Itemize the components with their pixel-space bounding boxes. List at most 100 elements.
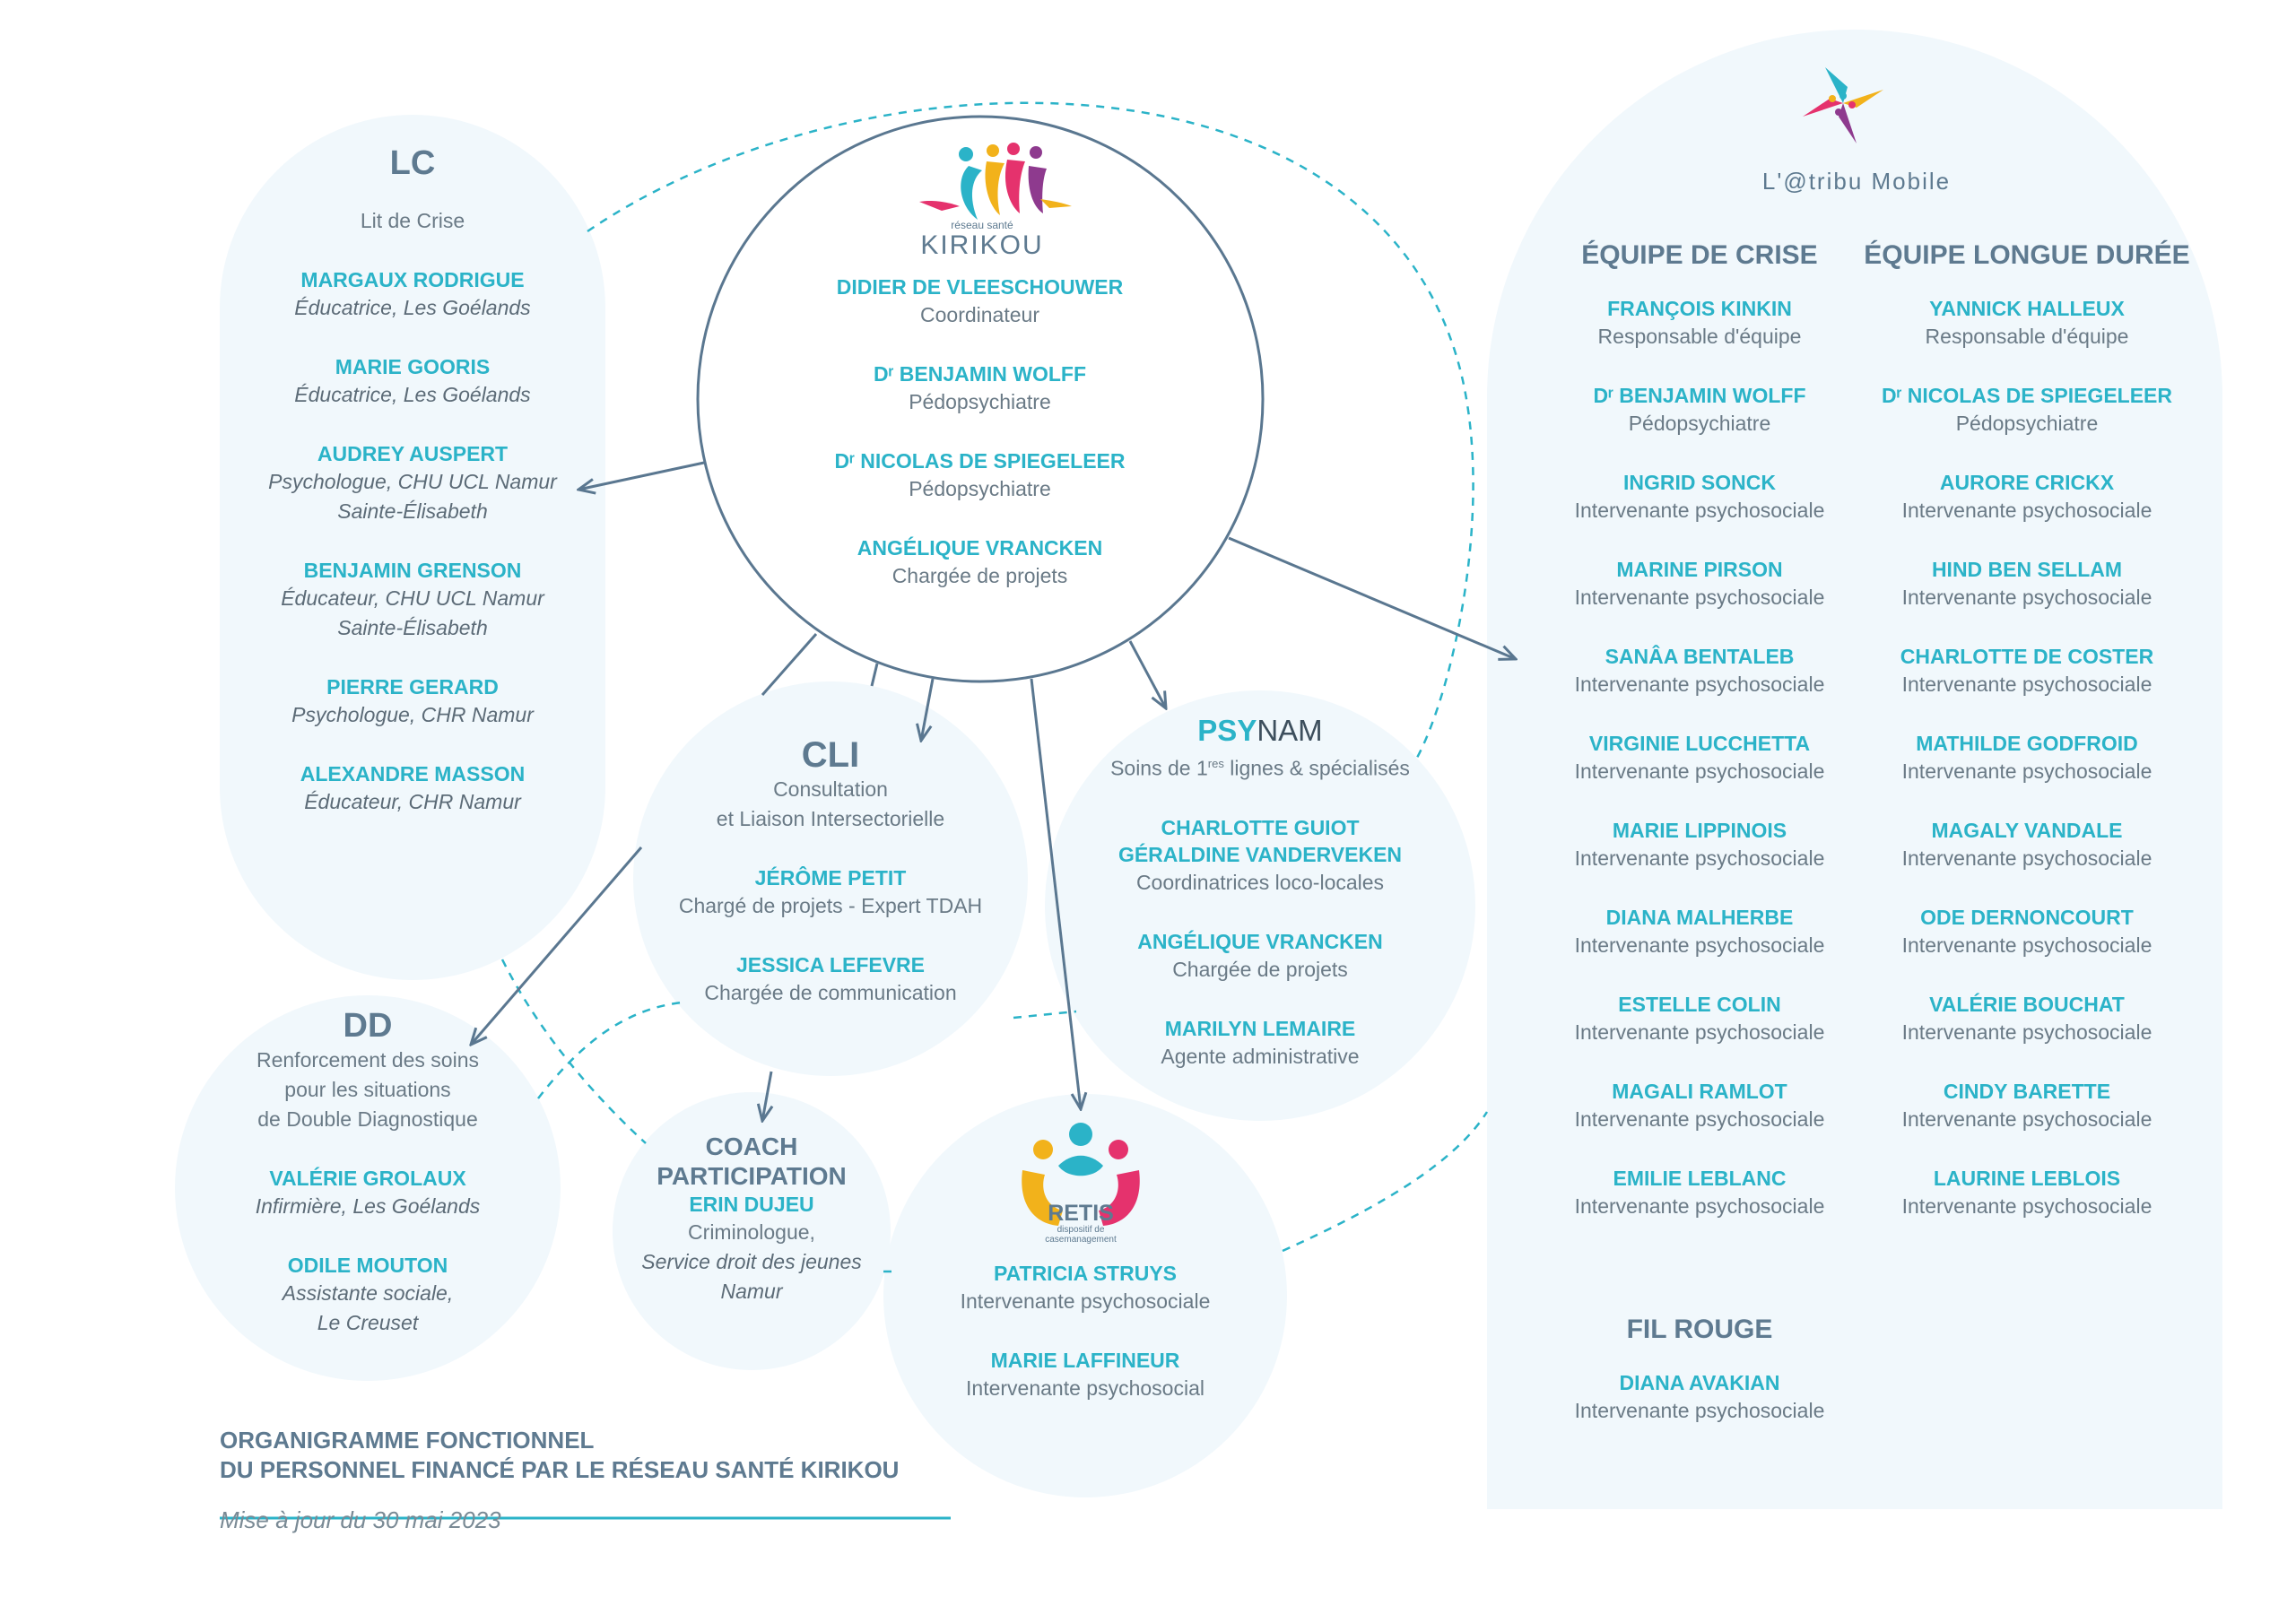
arrow-cli-to-dd (471, 846, 643, 1045)
member-name: JESSICA LEFEVRE (735, 953, 926, 976)
member-name: AUDREY AUSPERT (317, 442, 509, 465)
member-name: JÉRÔME PETIT (754, 866, 907, 890)
cli-title: CLI (801, 735, 860, 775)
psynam-logo-nam: NAM (1257, 714, 1323, 747)
member-name: CHARLOTTE GUIOT (1161, 815, 1360, 839)
member-role: Intervenante psychosociale (1901, 1020, 2152, 1044)
atribu-star-logo (1803, 67, 1883, 143)
member-role: Intervenante psychosociale (960, 1289, 1211, 1313)
member-entry: Dʳ NICOLAS DE SPIEGELEER Pédopsychiatre (789, 447, 1170, 504)
member-role: Chargé de projets - Expert TDAH (678, 894, 983, 917)
member-entry: ANGÉLIQUE VRANCKEN Chargée de projets (789, 534, 1170, 591)
member-name: DIANA AVAKIAN (1619, 1371, 1780, 1394)
member-role: Intervenante psychosociale (1901, 586, 2152, 609)
arrow-cli-to-coach (762, 1071, 771, 1121)
member-name: MARIE LIPPINOIS (1612, 819, 1787, 842)
arrow-to-psynam (1128, 640, 1166, 708)
member-entry: VALÉRIE GROLAUX Infirmière, Les Goélands (175, 1165, 561, 1221)
member-role: Intervenante psychosociale (1574, 1107, 1825, 1131)
member-role: Intervenante psychosociale (1574, 846, 1825, 870)
cli-section: CLI Consultation et Liaison Intersectori… (633, 735, 1028, 1008)
member-role: Responsable d'équipe (1925, 325, 2129, 348)
member-entry: JESSICA LEFEVRE Chargée de communication (633, 951, 1028, 1008)
retis-logo-small2: casemanagement (1045, 1235, 1117, 1245)
member-entry: MAGALY VANDALE Intervenante psychosociale (1861, 817, 2193, 873)
footer-title-line1: ORGANIGRAMME FONCTIONNEL (220, 1427, 595, 1454)
member-role: Pédopsychiatre (909, 477, 1051, 500)
coach-section: COACH PARTICIPATION ERIN DUJEU Criminolo… (613, 1132, 891, 1306)
member-entry: MARIE LIPPINOIS Intervenante psychosocial… (1543, 817, 1857, 873)
member-name: Dʳ NICOLAS DE SPIEGELEER (834, 449, 1126, 473)
member-entry: ALEXANDRE MASSON Éducateur, CHR Namur (220, 760, 605, 817)
member-entry: PATRICIA STRUYS Intervenante psychosocia… (901, 1260, 1269, 1316)
fil-rouge-section: FIL ROUGE DIANA AVAKIAN Intervenante psy… (1543, 1312, 1857, 1426)
member-name: EMILIE LEBLANC (1613, 1167, 1787, 1190)
member-role: Intervenante psychosociale (1574, 673, 1825, 696)
member-role: Éducatrice, Les Goélands (294, 296, 531, 319)
member-role: Éducatrice, Les Goélands (294, 383, 531, 406)
member-name: MATHILDE GODFROID (1916, 732, 2138, 755)
member-role: Intervenante psychosociale (1901, 1194, 2152, 1218)
member-role: Intervenante psychosociale (1901, 846, 2152, 870)
cli-subtitle-line1: Consultation (773, 777, 888, 801)
retis-members: PATRICIA STRUYS Intervenante psychosocia… (901, 1260, 1269, 1403)
member-name: MAGALY VANDALE (1931, 819, 2123, 842)
dd-subtitle-line3: de Double Diagnostique (257, 1107, 478, 1131)
kirikou-logo-name: KIRIKOU (920, 230, 1044, 260)
member-entry: AUDREY AUSPERT Psychologue, CHU UCL Namu… (220, 440, 605, 526)
member-role: Éducateur, CHU UCL Namur (281, 586, 544, 610)
member-role-line2: Service droit des jeunes (641, 1250, 862, 1273)
kirikou-logo-small: réseau santé (951, 219, 1013, 231)
coach-title-line1: COACH (705, 1133, 798, 1160)
dashed-link-dd-cli (537, 1001, 683, 1099)
member-name: ALEXANDRE MASSON (300, 762, 526, 785)
member-entry: MARIE GOORIS Éducatrice, Les Goélands (220, 353, 605, 410)
member-entry: MARGAUX RODRIGUE Éducatrice, Les Goéland… (220, 266, 605, 323)
member-name: VALÉRIE GROLAUX (269, 1167, 466, 1190)
dd-bubble (175, 995, 561, 1381)
member-name: VALÉRIE BOUCHAT (1929, 993, 2125, 1016)
member-role: Intervenante psychosociale (1901, 499, 2152, 522)
footer: ORGANIGRAMME FONCTIONNEL DU PERSONNEL FI… (220, 1426, 1027, 1534)
member-role-line2: Sainte-Élisabeth (337, 616, 488, 639)
member-name: Dʳ BENJAMIN WOLFF (1593, 384, 1806, 407)
member-name: ESTELLE COLIN (1618, 993, 1781, 1016)
member-entry: MARIE LAFFINEUR Intervenante psychosocia… (901, 1347, 1269, 1403)
psynam-subtitle: Soins de 1res lignes & spécialisés (1110, 756, 1410, 780)
psynam-logo-psy: PSY (1197, 714, 1257, 747)
member-entry: ODILE MOUTON Assistante sociale, Le Creu… (175, 1252, 561, 1338)
member-role: Intervenante psychosociale (1574, 1020, 1825, 1044)
arrow-to-cli (921, 678, 935, 741)
line-kirikou-cli-mid (870, 663, 879, 687)
member-role: Psychologue, CHU UCL Namur (268, 470, 557, 493)
member-role: Chargée de projets (891, 564, 1068, 587)
member-role: Pédopsychiatre (909, 390, 1051, 413)
member-entry: ESTELLE COLIN Intervenante psychosociale (1543, 991, 1857, 1047)
dd-subtitle-line1: Renforcement des soins (256, 1048, 479, 1072)
psynam-logo: PSYNAM (1045, 713, 1475, 749)
member-entry: Dʳ BENJAMIN WOLFF Pédopsychiatre (789, 360, 1170, 417)
member-role: Intervenante psychosociale (1901, 933, 2152, 957)
member-entry: ANGÉLIQUE VRANCKEN Chargée de projets (1045, 928, 1475, 985)
member-role: Assistante sociale, (282, 1281, 454, 1305)
member-name: MARGAUX RODRIGUE (300, 268, 525, 291)
member-name: AURORE CRICKX (1939, 471, 2115, 494)
lc-subtitle: Lit de Crise (360, 209, 465, 232)
member-name: Dʳ NICOLAS DE SPIEGELEER (1881, 384, 2172, 407)
member-name: DIDIER DE VLEESCHOUWER (836, 275, 1124, 299)
retis-logo: RETIS dispositif de casemanagement (1004, 1202, 1157, 1245)
member-entry: DIDIER DE VLEESCHOUWER Coordinateur (789, 273, 1170, 330)
